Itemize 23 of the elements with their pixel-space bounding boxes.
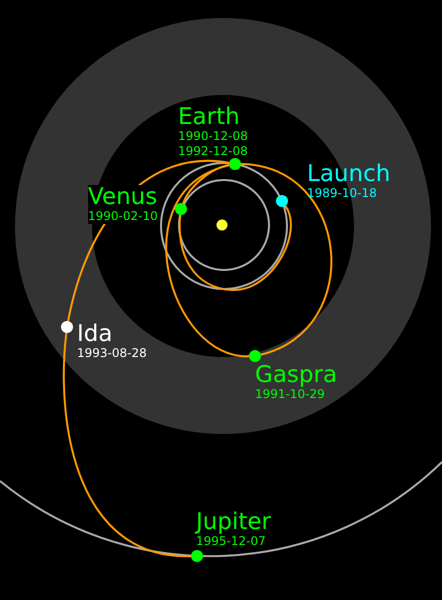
trajectory-path	[62, 332, 192, 558]
trajectory-path	[240, 163, 332, 356]
body-name: Gaspra	[255, 363, 338, 387]
encounter-date: 1991-10-29	[255, 387, 325, 402]
encounter-date: 1993-08-28	[77, 346, 147, 361]
trajectory-path	[178, 205, 292, 291]
trajectory-path	[182, 164, 230, 204]
position-dot	[276, 195, 288, 207]
encounter-date: 1990-02-10	[88, 209, 158, 224]
position-dot	[249, 350, 261, 362]
body-name: Launch	[307, 162, 390, 186]
trajectory-path	[165, 164, 250, 358]
body-name: Jupiter	[196, 510, 271, 534]
position-dot	[191, 550, 203, 562]
position-dot	[229, 158, 241, 170]
body-name: Venus	[88, 185, 158, 209]
encounter-date: 1992-12-08	[178, 144, 248, 159]
encounter-date: 1989-10-18	[307, 186, 377, 201]
body-name: Ida	[77, 322, 112, 346]
encounter-date: 1995-12-07	[196, 534, 266, 549]
encounter-date: 1990-12-08	[178, 129, 248, 144]
position-dot	[175, 203, 187, 215]
body-name: Earth	[178, 105, 240, 129]
